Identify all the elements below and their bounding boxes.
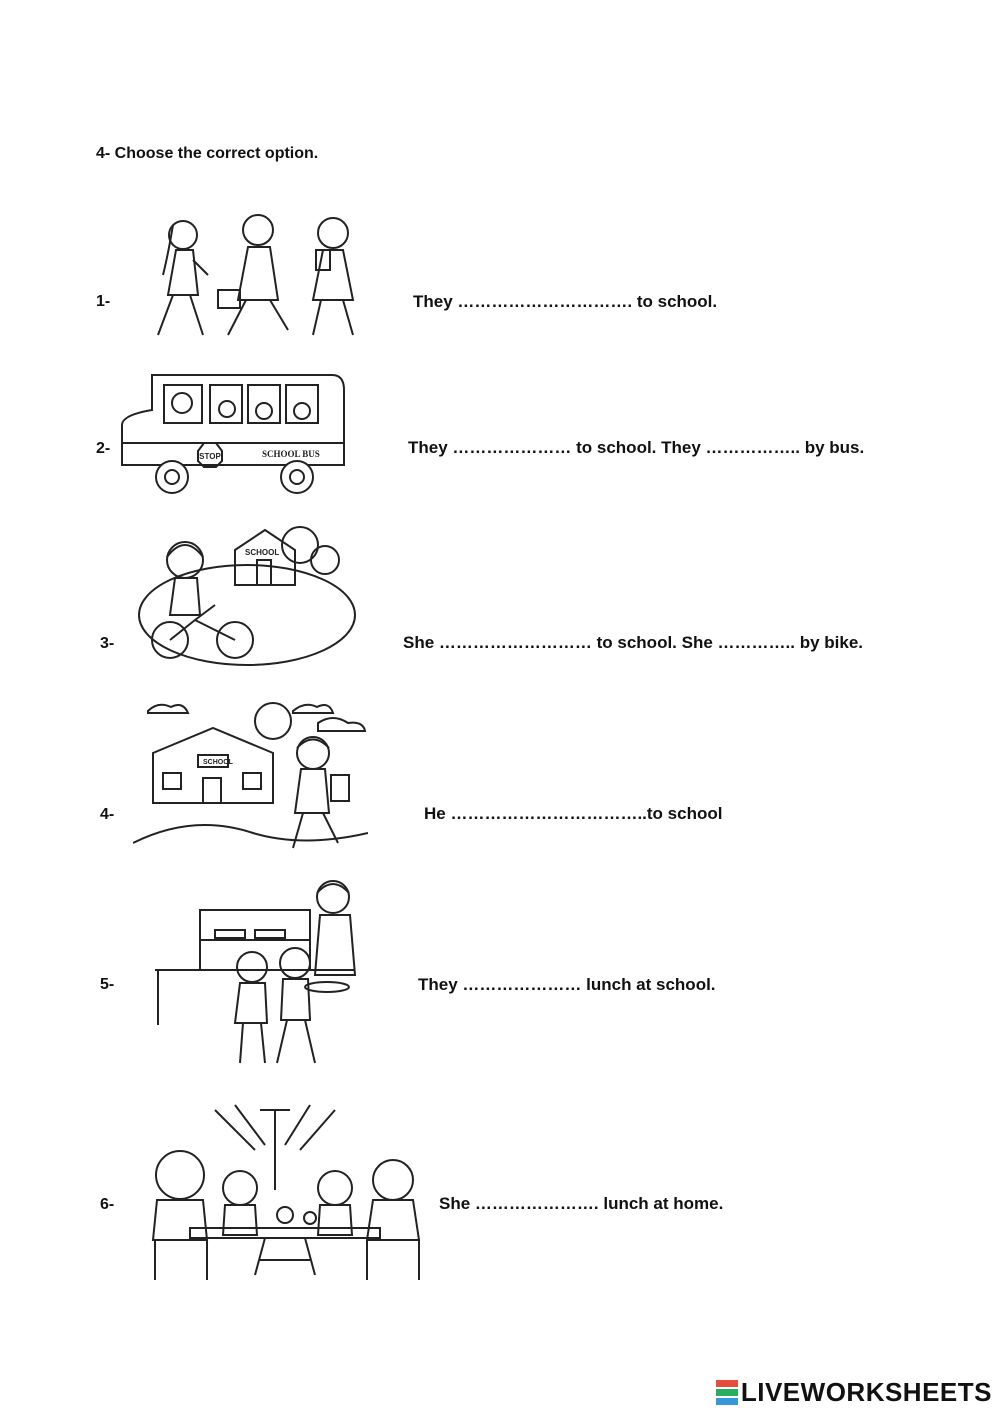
exercise-heading: 4- Choose the correct option.	[96, 145, 319, 162]
item-number-2: 2-	[96, 440, 111, 457]
item-number-5: 5-	[100, 976, 115, 993]
family-lunch-icon	[135, 1100, 435, 1285]
item-number-3: 3-	[100, 635, 115, 652]
school-canteen-icon	[155, 875, 365, 1075]
item-sentence-3: She ……………………… to school. She ………….. by b…	[403, 633, 863, 652]
girl-cycling-icon: SCHOOL	[135, 505, 360, 670]
item-sentence-1: They …………………………. to school.	[413, 292, 718, 311]
item-number-6: 6-	[100, 1196, 115, 1213]
item-number-4: 4-	[100, 806, 115, 823]
walking-school-label: SCHOOL	[203, 759, 234, 766]
item-sentence-2: They ………………… to school. They …………….. by …	[408, 438, 865, 457]
school-bus-label: SCHOOL BUS	[262, 449, 320, 459]
logo-mark-icon	[715, 1379, 738, 1406]
item-sentence-5: They ………………… lunch at school.	[418, 975, 716, 994]
item-sentence-6: She …………………. lunch at home.	[439, 1194, 724, 1213]
logo-text: LIVEWORKSHEETS	[740, 1377, 992, 1407]
stop-sign-label: STOP	[199, 452, 221, 461]
liveworksheets-logo[interactable]: LIVEWORKSHEETS	[715, 1377, 992, 1408]
boy-walking-to-school-icon: SCHOOL	[133, 693, 368, 858]
item-number-1: 1-	[96, 293, 111, 310]
item-sentence-4: He ……………………………..to school	[424, 804, 723, 823]
school-bus-icon: STOP SCHOOL BUS	[112, 365, 352, 500]
children-walking-icon	[138, 195, 378, 345]
cycling-school-label: SCHOOL	[245, 548, 279, 557]
